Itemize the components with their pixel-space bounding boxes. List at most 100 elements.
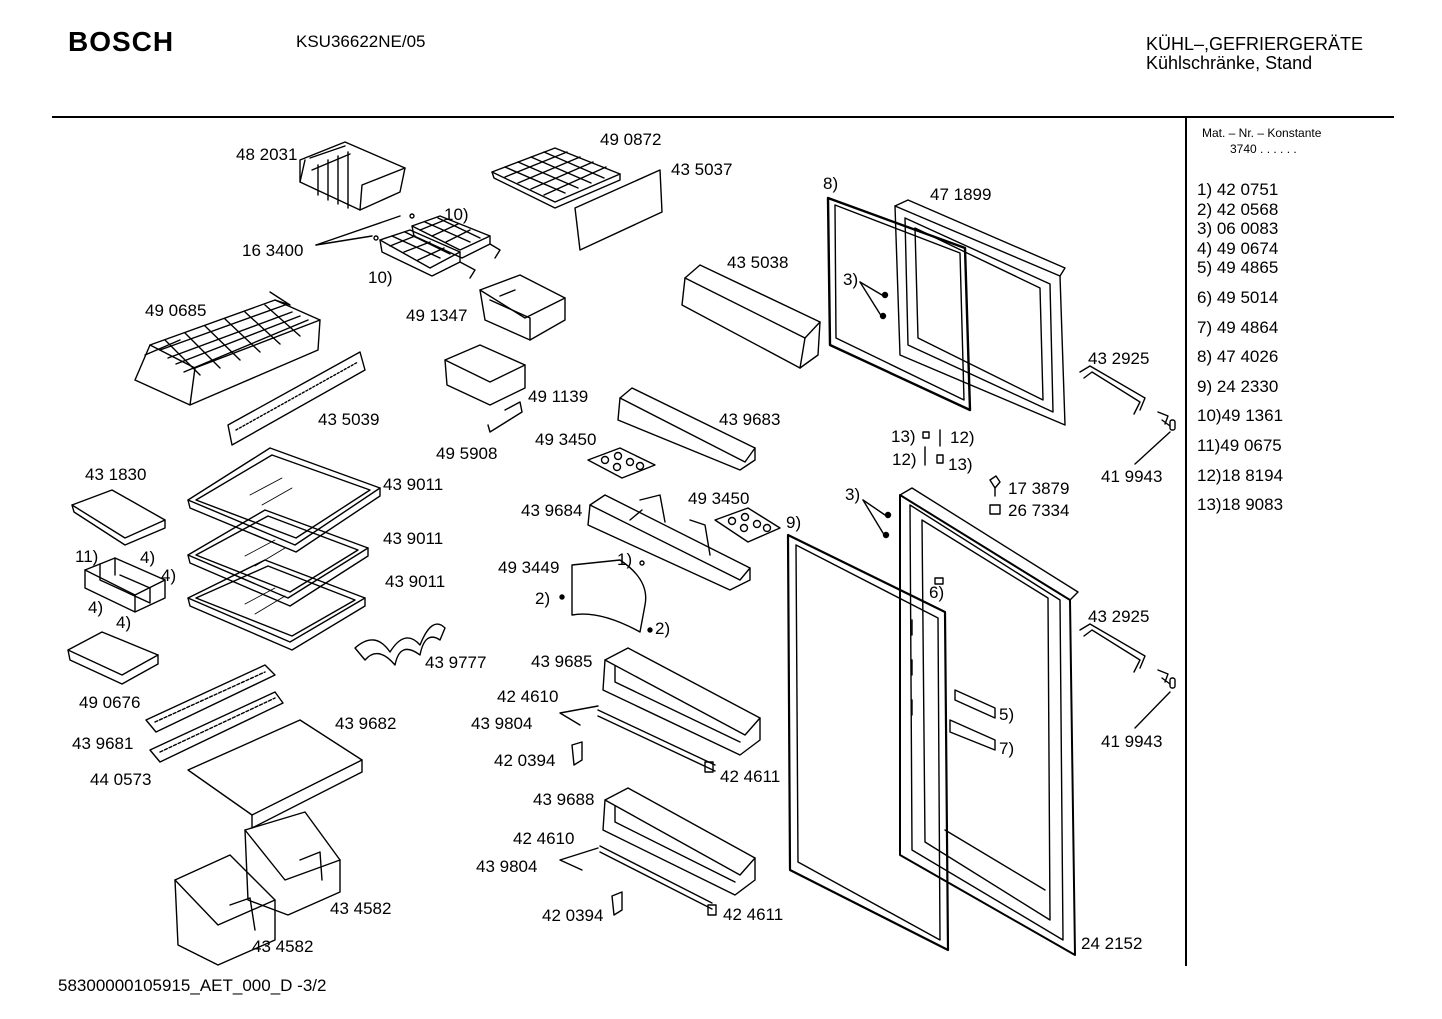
mat-number-header: Mat. – Nr. – Konstante — [1202, 126, 1322, 140]
document-footer-id: 58300000105915_AET_000_D -3/2 — [58, 976, 327, 995]
sidebar-divider — [1185, 118, 1187, 966]
bin-rail — [597, 715, 716, 772]
crisper-drawer-drawing — [174, 854, 276, 966]
legend-item: 9) 24 2330 — [1197, 376, 1279, 396]
hinge-screws-drawing — [922, 429, 1001, 515]
callout-label: 49 3450 — [535, 430, 597, 449]
legend-item: 5) 49 4865 — [1197, 258, 1279, 278]
legend-item: 10)49 1361 — [1197, 406, 1284, 426]
door-bin-middle-drawing — [602, 647, 761, 756]
small-box-drawing — [444, 344, 526, 406]
callout-label: 3) — [845, 485, 861, 504]
callout-label: 43 4582 — [252, 937, 314, 956]
leader-line — [1134, 691, 1171, 729]
crisper-cover-drawing — [187, 719, 363, 829]
pin-icon — [559, 594, 565, 600]
leader-line — [862, 499, 884, 534]
parts-legend: 1) 42 0751 2) 42 0568 3) 06 0083 4) 49 0… — [1197, 180, 1283, 515]
ice-tray-drawing — [373, 213, 501, 279]
bottle-rack-drawing — [354, 623, 446, 666]
callout-label: 3) — [843, 270, 859, 289]
legend-item: 11)49 0675 — [1197, 435, 1282, 455]
brand-logo: BOSCH — [68, 26, 175, 57]
callout-label: 13) — [948, 455, 973, 474]
callout-label: 6) — [929, 583, 945, 602]
butter-flap-drawing — [571, 559, 647, 633]
callout-label: 17 3879 — [1008, 479, 1070, 498]
cover-panel-drawing — [574, 169, 663, 251]
bracket-icon — [571, 741, 583, 766]
door-handle-top-drawing — [1079, 365, 1176, 431]
bin-rail — [599, 845, 713, 904]
callout-label: 8) — [823, 174, 839, 193]
screw-icon — [881, 291, 889, 299]
legend-item: 13)18 9083 — [1197, 495, 1284, 515]
model-number: KSU36622NE/05 — [296, 32, 426, 51]
callout-label: 43 9685 — [531, 652, 593, 671]
callout-label: 2) — [655, 619, 671, 638]
callout-label: 42 4610 — [513, 829, 575, 848]
callout-label: 43 9681 — [72, 734, 134, 753]
callout-label: 12) — [892, 450, 917, 469]
callout-label: 43 5038 — [727, 253, 789, 272]
callout-label: 4) — [140, 548, 156, 567]
freezer-basket-drawing — [134, 291, 321, 406]
freezer-door-gasket-inner — [834, 204, 965, 401]
legend-item: 3) 06 0083 — [1197, 219, 1279, 239]
leader-line — [315, 235, 373, 246]
fridge-door-gasket-inner — [795, 544, 941, 941]
callout-label: 43 9011 — [383, 475, 444, 494]
callout-label: 1) — [617, 550, 633, 569]
leader-line — [1134, 431, 1171, 465]
callout-label: 41 9943 — [1101, 732, 1163, 751]
callout-label: 42 0394 — [494, 751, 556, 770]
freezer-flap-drawing — [299, 141, 406, 211]
end-cap-icon — [707, 904, 717, 916]
callout-label: 41 9943 — [1101, 467, 1163, 486]
legend-item: 12)18 8194 — [1197, 465, 1284, 485]
leader-line — [559, 705, 599, 726]
screw-icon — [884, 511, 892, 519]
callout-label: 43 9682 — [335, 714, 397, 733]
callout-label: 47 1899 — [930, 185, 992, 204]
callout-label: 43 9011 — [383, 529, 444, 548]
divider-basket-drawing — [84, 557, 166, 613]
legend-item: 4) 49 0674 — [1197, 238, 1279, 258]
callout-label: 43 9684 — [521, 501, 583, 520]
callout-label: 43 1830 — [85, 465, 147, 484]
callout-label: 49 1347 — [406, 306, 468, 325]
legend-item: 2) 42 0568 — [1197, 199, 1279, 219]
callout-label: 49 0685 — [145, 301, 207, 320]
callout-label: 10) — [444, 205, 469, 224]
crisper-drawer-drawing — [244, 811, 341, 916]
callout-label: 43 9804 — [476, 857, 538, 876]
callout-label: 43 5037 — [671, 160, 733, 179]
callout-label: 4) — [88, 598, 104, 617]
mat-number-value: 3740 . . . . . . — [1230, 142, 1297, 156]
callout-label: 9) — [786, 513, 802, 532]
legend-item: 7) 49 4864 — [1197, 317, 1279, 337]
callout-label: 10) — [368, 268, 393, 287]
door-shelf-upper-drawing — [617, 387, 756, 471]
legend-item: 8) 47 4026 — [1197, 347, 1279, 367]
callout-label: 42 4611 — [723, 905, 784, 924]
callout-label: 42 4611 — [720, 767, 781, 786]
fridge-door-gasket-drawing — [786, 533, 950, 952]
legend-item: 1) 42 0751 — [1197, 180, 1279, 199]
callout-label: 7) — [999, 739, 1015, 758]
freezer-door-drawing — [894, 199, 1066, 426]
leader-line — [559, 847, 599, 871]
callout-label: 43 9011 — [385, 572, 446, 591]
callout-label: 49 0872 — [600, 130, 662, 149]
callout-label: 13) — [891, 427, 916, 446]
category-title: KÜHL–,GEFRIERGERÄTE — [1146, 34, 1364, 54]
clip-drawing — [487, 401, 523, 433]
callout-label: 5) — [999, 705, 1015, 724]
vent-strip-drawing — [145, 664, 276, 733]
grid-plate-drawing — [491, 147, 621, 209]
callout-label: 49 5908 — [436, 444, 498, 463]
callout-label: 43 2925 — [1088, 607, 1150, 626]
callout-label: 43 4582 — [330, 899, 392, 918]
callout-label: 43 9804 — [471, 714, 533, 733]
